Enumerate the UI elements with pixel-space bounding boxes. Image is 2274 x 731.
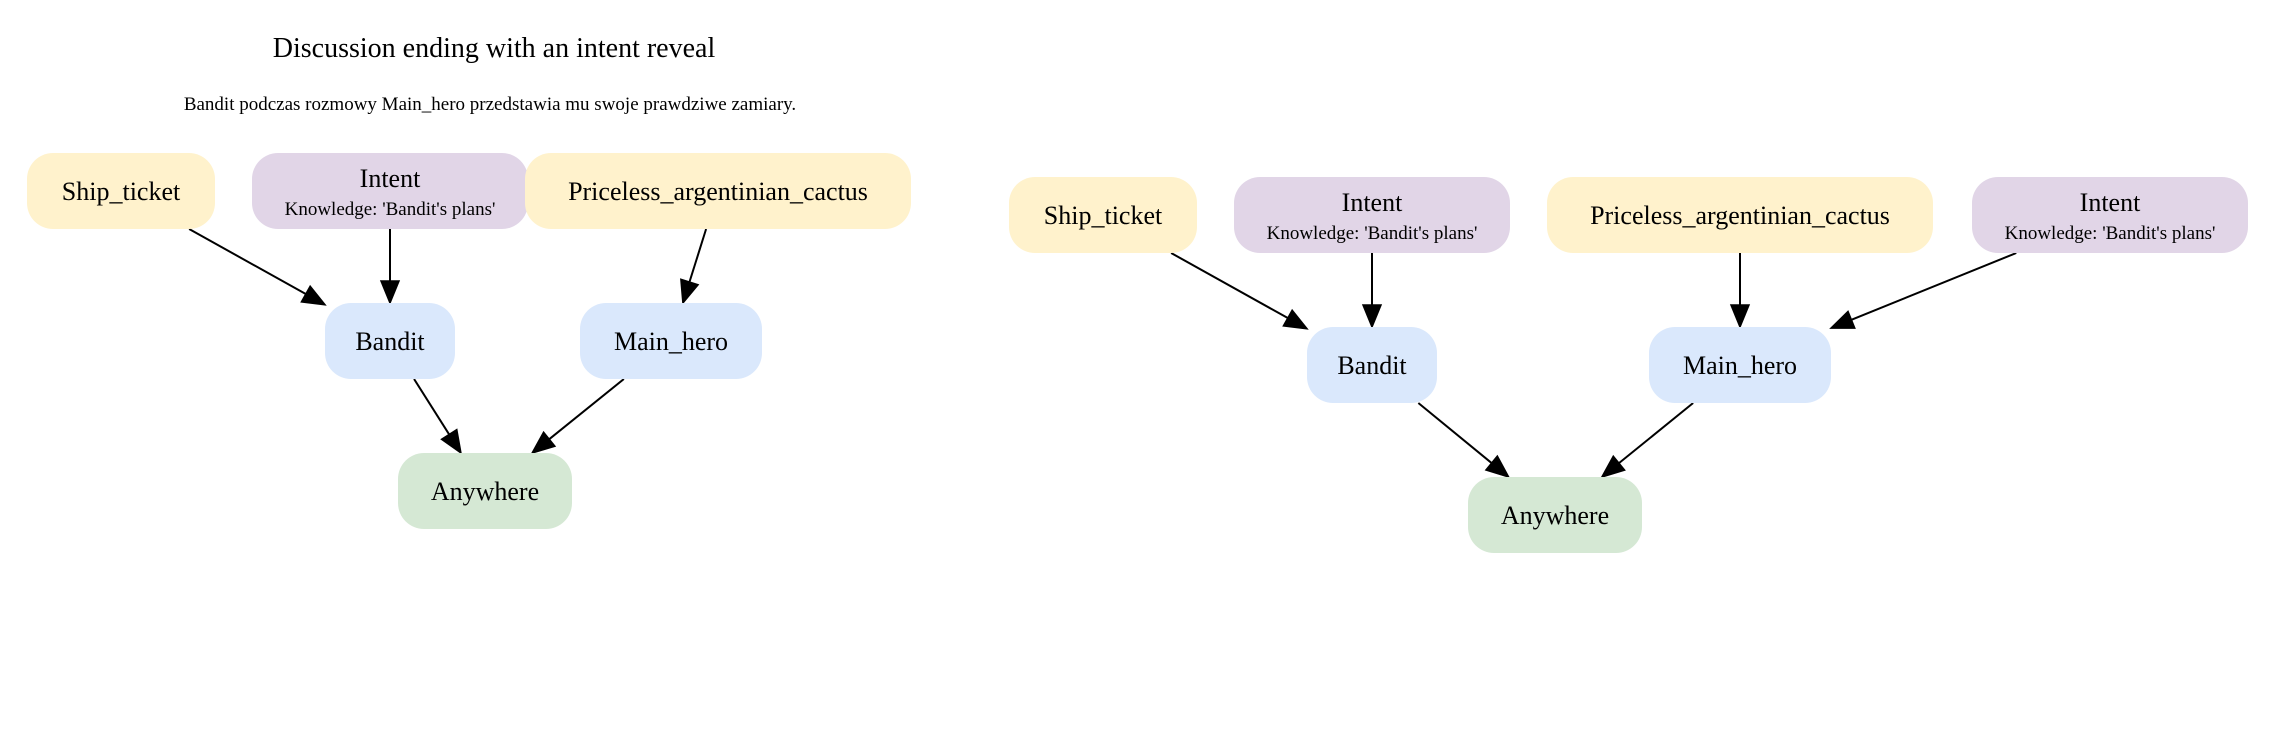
diagram-subtitle: Bandit podczas rozmowy Main_hero przedst… (184, 94, 796, 115)
node-label: Bandit (1337, 351, 1407, 380)
node-sublabel: Knowledge: 'Bandit's plans' (2005, 223, 2216, 244)
left-edge-ship_ticket-to-bandit (188, 228, 327, 306)
left-node-main_hero[interactable]: Main_hero (580, 303, 762, 379)
arrowhead-icon (1729, 304, 1751, 329)
left-edge-main_hero-to-anywhere (530, 378, 625, 455)
left-node-bandit[interactable]: Bandit (325, 303, 455, 379)
node-label: Intent (2080, 188, 2141, 217)
node-label: Bandit (355, 327, 425, 356)
node-label: Intent (360, 164, 421, 193)
node-label: Anywhere (431, 477, 539, 506)
left-node-anywhere[interactable]: Anywhere (398, 453, 572, 529)
node-box (1468, 477, 1642, 553)
right-node-ship_ticket[interactable]: Ship_ticket (1009, 177, 1197, 253)
node-box (525, 153, 911, 229)
left-edge-intent-to-bandit (379, 229, 401, 305)
node-box (398, 453, 572, 529)
arrowhead-icon (1361, 304, 1383, 329)
node-label: Main_hero (614, 327, 728, 356)
node-label: Priceless_argentinian_cactus (568, 177, 868, 206)
arrowhead-icon (440, 428, 462, 455)
arrowhead-icon (1282, 308, 1309, 330)
right-node-anywhere[interactable]: Anywhere (1468, 477, 1642, 553)
right-edge-intent2-to-main_hero (1829, 252, 2017, 329)
right-edge-cactus-to-main_hero (1729, 253, 1751, 329)
node-box (1234, 177, 1510, 253)
right-edge-bandit-to-anywhere (1417, 402, 1511, 479)
node-sublabel: Knowledge: 'Bandit's plans' (285, 199, 496, 220)
arrowhead-icon (379, 280, 401, 305)
left-edge-bandit-to-anywhere (413, 378, 462, 455)
node-label: Main_hero (1683, 351, 1797, 380)
node-box (1972, 177, 2248, 253)
node-box (325, 303, 455, 379)
node-label: Priceless_argentinian_cactus (1590, 201, 1890, 230)
node-label: Intent (1342, 188, 1403, 217)
arrowhead-icon (1829, 310, 1856, 329)
diagram-title: Discussion ending with an intent reveal (273, 33, 716, 64)
arrowhead-icon (1484, 454, 1511, 479)
arrowhead-icon (1600, 454, 1626, 479)
right-node-bandit[interactable]: Bandit (1307, 327, 1437, 403)
node-box (1547, 177, 1933, 253)
node-box (580, 303, 762, 379)
left-node-cactus[interactable]: Priceless_argentinian_cactus (525, 153, 911, 229)
node-box (27, 153, 215, 229)
node-sublabel: Knowledge: 'Bandit's plans' (1267, 223, 1478, 244)
right-node-main_hero[interactable]: Main_hero (1649, 327, 1831, 403)
arrowhead-icon (680, 278, 700, 305)
node-box (1307, 327, 1437, 403)
right-edge-ship_ticket-to-bandit (1170, 252, 1309, 330)
arrowhead-icon (530, 430, 557, 455)
node-label: Ship_ticket (62, 177, 181, 206)
left-node-ship_ticket[interactable]: Ship_ticket (27, 153, 215, 229)
right-node-cactus[interactable]: Priceless_argentinian_cactus (1547, 177, 1933, 253)
right-edge-intent1-to-bandit (1361, 253, 1383, 329)
left-edge-cactus-to-main_hero (680, 228, 708, 305)
node-label: Ship_ticket (1044, 201, 1163, 230)
arrowhead-icon (300, 284, 327, 306)
node-box (1649, 327, 1831, 403)
right-edge-main_hero-to-anywhere (1600, 402, 1694, 479)
node-box (1009, 177, 1197, 253)
node-box (252, 153, 528, 229)
node-label: Anywhere (1501, 501, 1609, 530)
